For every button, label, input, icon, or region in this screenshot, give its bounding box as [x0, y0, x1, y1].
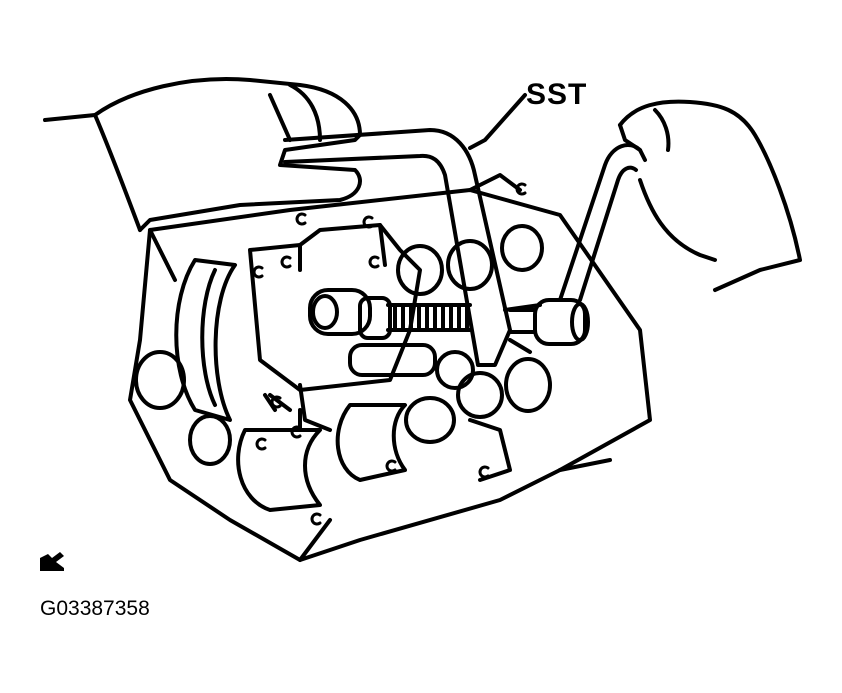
cylinder-head [128, 173, 652, 562]
sst-frame [283, 93, 542, 367]
t-handle [508, 143, 647, 346]
valve-seats-left [134, 258, 237, 466]
sst-label: SST [526, 78, 588, 111]
tool-note-icon [40, 552, 64, 571]
bolt-marks [252, 182, 527, 526]
right-hand [618, 99, 802, 292]
tappets [396, 224, 552, 444]
compressor-shaft [308, 288, 472, 377]
figure-code: G03387358 [40, 597, 150, 620]
left-hand [43, 77, 362, 232]
cam-journal [248, 223, 422, 432]
